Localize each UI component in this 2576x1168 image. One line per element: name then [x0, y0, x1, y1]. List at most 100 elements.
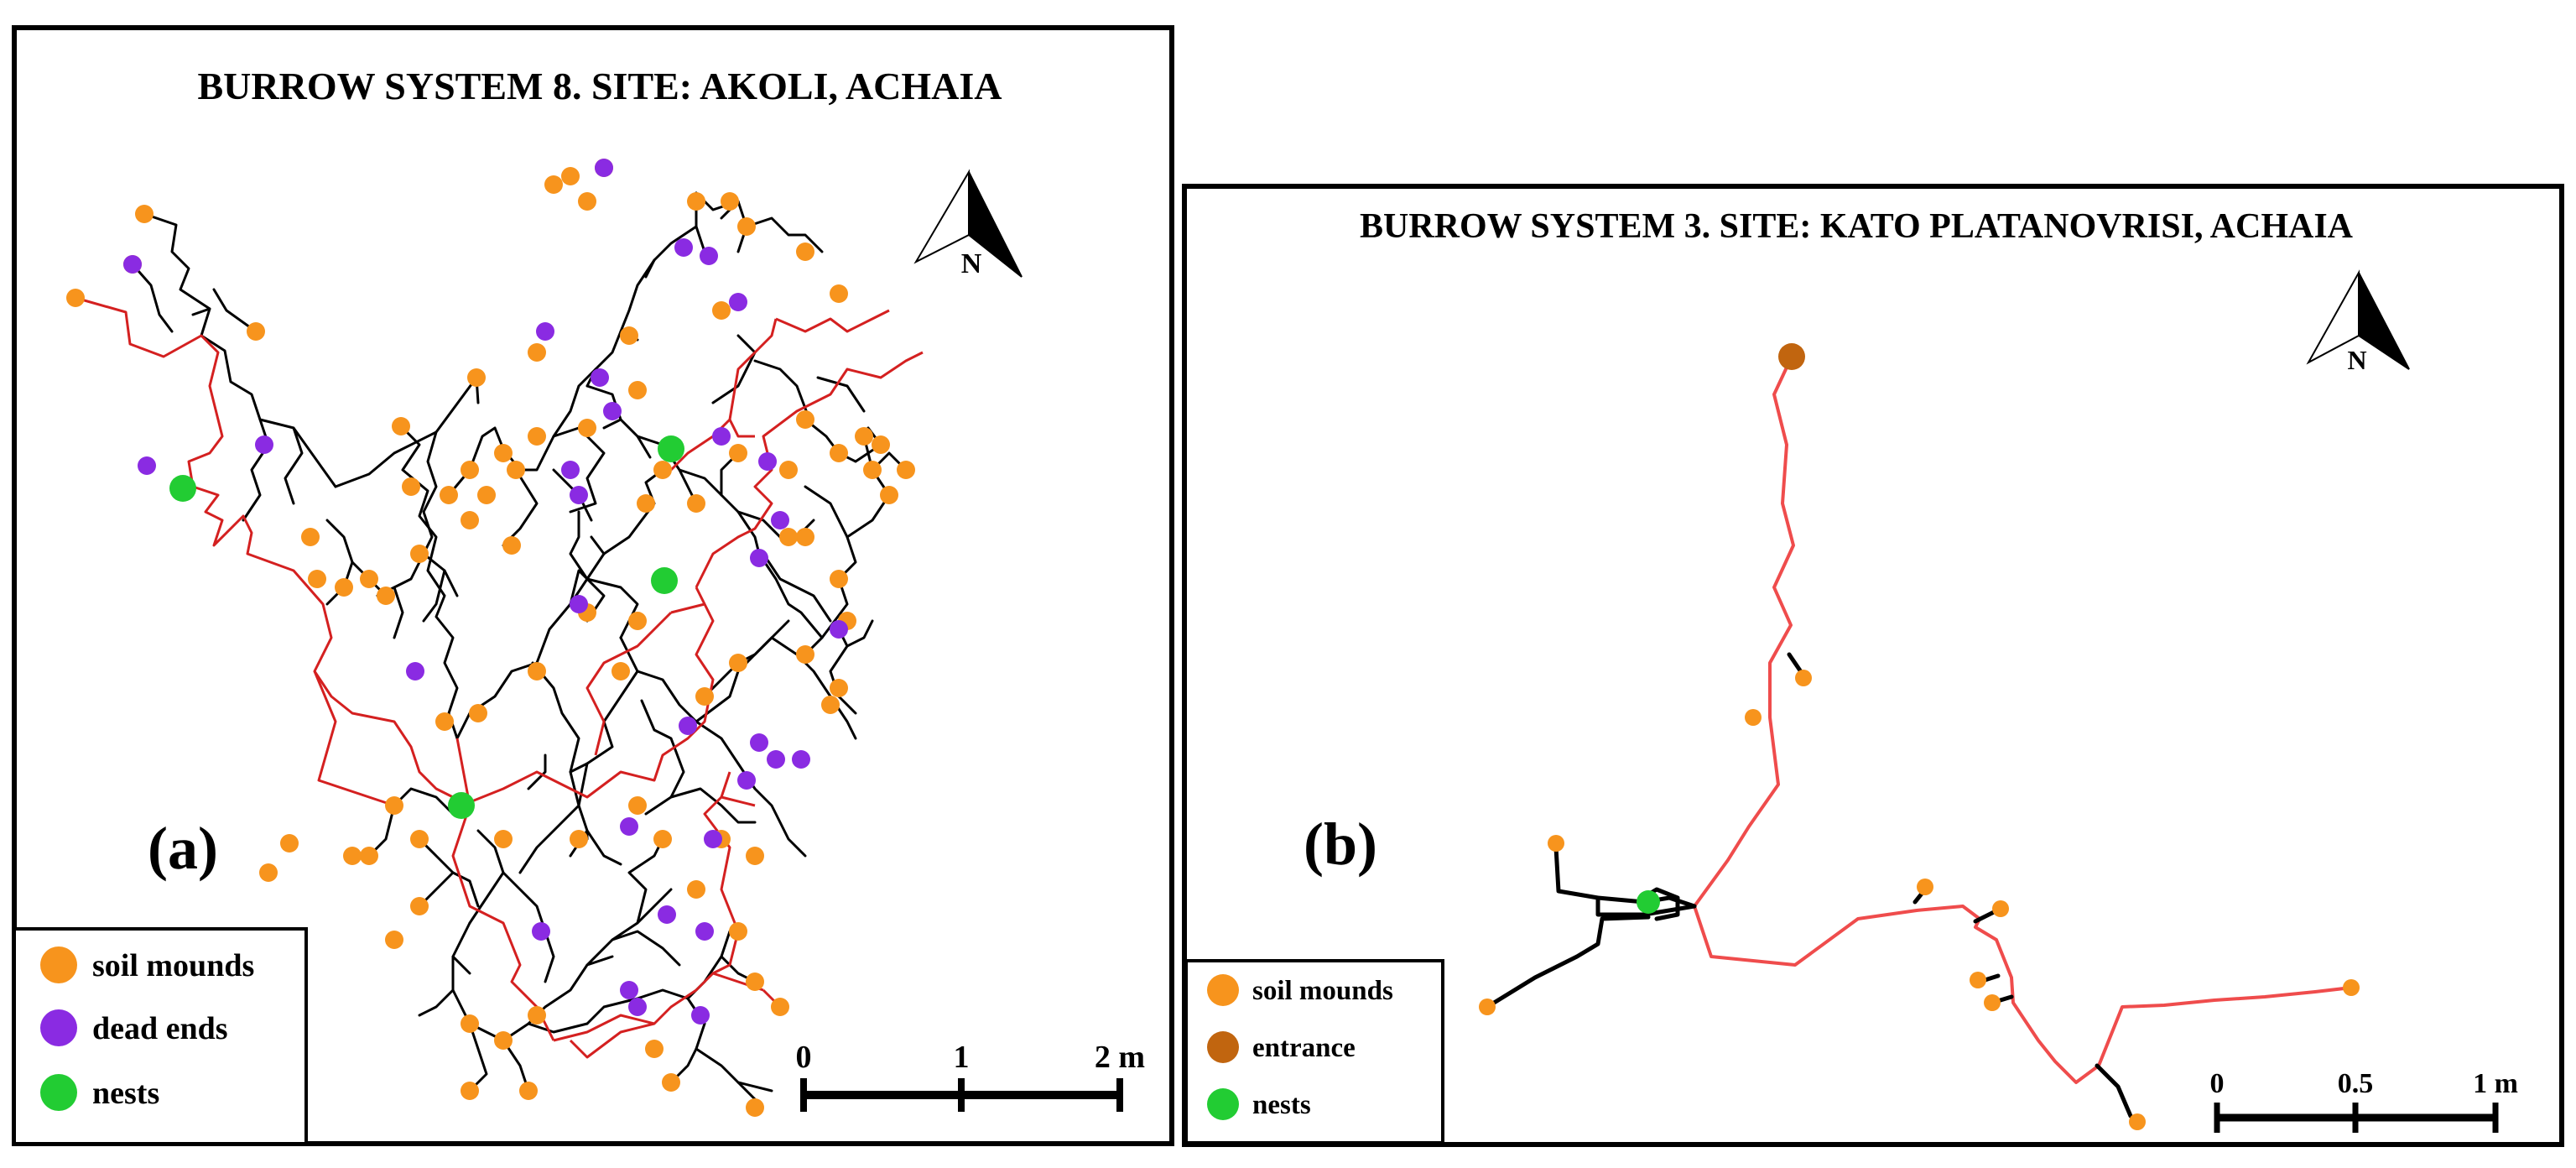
dead-end-marker	[591, 368, 609, 387]
panel-a-main-tunnels	[75, 296, 924, 1059]
dead-end-marker	[767, 750, 785, 769]
soil-mound-marker	[830, 570, 848, 588]
dead-end-marker	[620, 981, 638, 999]
panel-a-scale-2: 2 m	[1095, 1040, 1145, 1075]
soil-mound-marker	[467, 368, 486, 387]
panel-a-points	[66, 159, 915, 1117]
legend-soil-mound-marker	[1207, 974, 1239, 1006]
soil-mound-marker	[687, 192, 705, 211]
soil-mound-marker	[402, 477, 420, 496]
soil-mound-marker	[712, 301, 731, 320]
soil-mound-marker	[779, 528, 798, 546]
dead-end-marker	[695, 922, 714, 941]
soil-mound-marker	[737, 217, 756, 236]
dead-end-marker	[658, 905, 676, 924]
legend-nests-label: nests	[92, 1076, 159, 1111]
soil-mound-marker	[1992, 900, 2009, 917]
soil-mound-marker	[377, 587, 395, 605]
panel-b-north-label: N	[2347, 345, 2366, 375]
dead-end-marker	[570, 595, 588, 613]
soil-mound-marker	[863, 461, 882, 479]
soil-mound-marker	[653, 461, 672, 479]
dead-end-marker	[138, 456, 156, 475]
soil-mound-marker	[461, 1082, 479, 1100]
soil-mound-marker	[528, 662, 546, 680]
legend-nest-marker	[40, 1074, 77, 1111]
soil-mound-marker	[796, 528, 814, 546]
soil-mound-marker	[746, 972, 764, 991]
soil-mound-marker	[392, 417, 410, 435]
legend-entrance-marker	[1207, 1031, 1239, 1063]
dead-end-marker	[750, 733, 768, 752]
dead-end-marker	[704, 830, 722, 848]
soil-mound-marker	[821, 696, 840, 714]
panel-a-scale-0: 0	[796, 1040, 812, 1075]
soil-mound-marker	[544, 175, 563, 194]
soil-mound-marker	[2343, 979, 2360, 996]
panel-b-scale-bar: 0 0.5 1 m	[2210, 1068, 2518, 1133]
soil-mound-marker	[620, 326, 638, 345]
soil-mound-marker	[2129, 1113, 2146, 1130]
soil-mound-marker	[343, 847, 362, 865]
soil-mound-marker	[519, 1082, 538, 1100]
dead-end-marker	[536, 322, 554, 341]
legend-b-nests-label: nests	[1252, 1090, 1311, 1120]
soil-mound-marker	[1745, 709, 1762, 726]
soil-mound-marker	[628, 612, 647, 630]
soil-mound-marker	[494, 444, 513, 462]
soil-mound-marker	[746, 1098, 764, 1117]
dead-end-marker	[729, 293, 747, 311]
panel-b-legend: soil mounds entrance nests	[1184, 959, 1444, 1145]
soil-mound-marker	[494, 1031, 513, 1050]
panel-b-main-tunnel	[1693, 356, 2352, 1084]
soil-mound-marker	[578, 419, 596, 437]
panel-b-scale-2: 1 m	[2473, 1068, 2518, 1099]
soil-mound-marker	[561, 167, 580, 185]
soil-mound-marker	[729, 922, 747, 941]
nest-marker	[658, 435, 684, 462]
legend-soil-mounds-label: soil mounds	[92, 948, 254, 983]
soil-mound-marker	[469, 704, 487, 722]
panel-b-scale-1: 0.5	[2338, 1068, 2374, 1099]
soil-mound-marker	[830, 444, 848, 462]
dead-end-marker	[792, 750, 810, 769]
soil-mound-marker	[855, 427, 873, 446]
soil-mound-marker	[880, 486, 898, 504]
panel-a-scale-bar: 0 1 2 m	[796, 1040, 1145, 1112]
soil-mound-marker	[410, 545, 429, 563]
soil-mound-marker	[528, 427, 546, 446]
soil-mound-marker	[440, 486, 458, 504]
soil-mound-marker	[247, 322, 265, 341]
soil-mound-marker	[308, 570, 326, 588]
soil-mound-marker	[779, 461, 798, 479]
soil-mound-marker	[435, 712, 454, 731]
soil-mound-marker	[721, 192, 739, 211]
entrance-marker	[1778, 343, 1805, 370]
soil-mound-marker	[66, 289, 85, 307]
soil-mound-marker	[746, 847, 764, 865]
soil-mound-marker	[410, 830, 429, 848]
soil-mound-marker	[897, 461, 915, 479]
dead-end-marker	[628, 998, 647, 1016]
soil-mound-marker	[1795, 670, 1812, 686]
soil-mound-marker	[637, 494, 655, 513]
dead-end-marker	[691, 1006, 710, 1025]
dead-end-marker	[674, 238, 693, 257]
soil-mound-marker	[611, 662, 630, 680]
soil-mound-marker	[507, 461, 525, 479]
soil-mound-marker	[645, 1040, 664, 1058]
dead-end-marker	[830, 620, 848, 639]
soil-mound-marker	[570, 830, 588, 848]
soil-mound-marker	[830, 679, 848, 697]
soil-mound-marker	[729, 654, 747, 672]
soil-mound-marker	[796, 645, 814, 664]
soil-mound-marker	[360, 847, 378, 865]
soil-mound-marker	[830, 284, 848, 303]
panel-b-title: BURROW SYSTEM 3. SITE: KATO PLATANOVRISI…	[1360, 207, 2354, 246]
soil-mound-marker	[301, 528, 320, 546]
soil-mound-marker	[502, 536, 521, 555]
soil-mound-marker	[1479, 999, 1496, 1015]
dead-end-marker	[561, 461, 580, 479]
nest-marker	[651, 567, 678, 594]
